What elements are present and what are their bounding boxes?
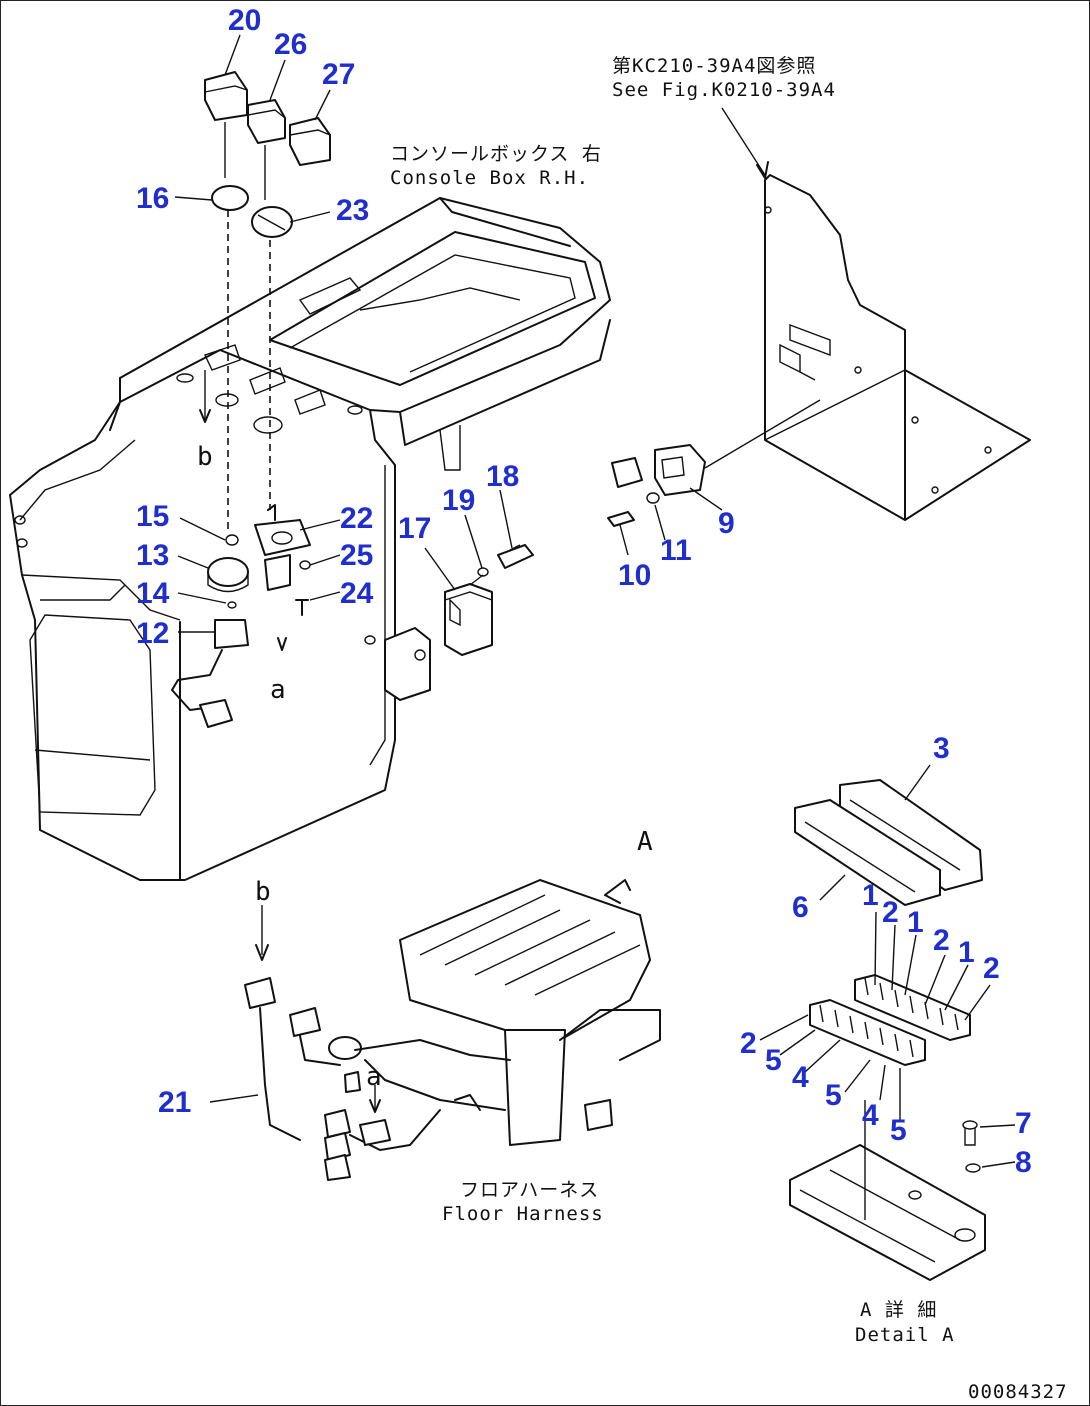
- callout-24: 24: [340, 577, 374, 610]
- callout-7: 7: [1015, 1107, 1032, 1140]
- callout-17: 17: [398, 512, 431, 545]
- callout-5a: 5: [765, 1044, 782, 1077]
- see-fig-jp-label: 第KC210-39A4図参照: [612, 55, 816, 77]
- callout-11: 11: [660, 534, 692, 567]
- mark-b-harness: b: [255, 877, 271, 907]
- switch-assembly: [171, 504, 311, 728]
- callout-23: 23: [336, 194, 369, 227]
- callout-3: 3: [933, 732, 950, 765]
- callout-4a: 4: [792, 1061, 809, 1094]
- relay-parts: [444, 544, 534, 656]
- callout-5c: 5: [890, 1114, 907, 1147]
- floor-harness-jp-label: フロアハーネス: [460, 1179, 599, 1201]
- callout-20: 20: [228, 4, 261, 37]
- floor-harness-en-label: Floor Harness: [442, 1203, 604, 1225]
- callout-6: 6: [792, 891, 809, 924]
- callout-2b: 2: [933, 924, 950, 957]
- mark-b-console: b: [197, 442, 213, 472]
- callout-2c: 2: [983, 952, 1000, 985]
- view-a-label: A: [637, 827, 653, 857]
- callout-1b: 1: [907, 906, 924, 939]
- callout-16: 16: [136, 182, 169, 215]
- callout-1a: 1: [862, 879, 879, 912]
- detail-a-drawing: [789, 779, 986, 1281]
- console-box-jp-label: コンソールボックス 右: [390, 143, 602, 165]
- callout-27: 27: [322, 58, 355, 91]
- callout-4b: 4: [862, 1099, 879, 1132]
- see-fig-en-label: See Fig.K0210-39A4: [612, 79, 836, 101]
- bracket-parts: [607, 107, 1031, 527]
- callout-19: 19: [442, 484, 475, 517]
- detail-a-jp-label: A 詳 細: [860, 1299, 937, 1321]
- leader-lines: [174, 34, 1016, 1168]
- callout-12: 12: [136, 617, 169, 650]
- annotation-text: コンソールボックス 右 Console Box R.H. 第KC210-39A4…: [197, 55, 1068, 1403]
- callout-2a: 2: [882, 896, 899, 929]
- callout-22: 22: [340, 502, 373, 535]
- callout-numbers: 20 26 27 16 23 15 13 14 12 22 25 24 17 1…: [136, 4, 1032, 1179]
- callout-14: 14: [136, 577, 170, 610]
- detail-a-en-label: Detail A: [855, 1324, 955, 1346]
- callout-13: 13: [136, 539, 169, 572]
- console-box-en-label: Console Box R.H.: [390, 167, 589, 189]
- console-box-drawing: [9, 197, 611, 881]
- drawing-number: 00084327: [968, 1381, 1068, 1403]
- callout-10: 10: [618, 559, 651, 592]
- callout-25: 25: [340, 539, 373, 572]
- callout-21: 21: [158, 1086, 191, 1119]
- callout-26: 26: [274, 28, 307, 61]
- callout-9: 9: [718, 507, 735, 540]
- callout-18: 18: [486, 460, 519, 493]
- mark-a-console: a: [270, 675, 286, 705]
- callout-1c: 1: [958, 936, 975, 969]
- callout-8: 8: [1015, 1146, 1032, 1179]
- fuse-box-drawing: [244, 879, 661, 1181]
- callout-2d: 2: [740, 1027, 757, 1060]
- callout-15: 15: [136, 500, 169, 533]
- mark-a-harness: a: [366, 1062, 382, 1092]
- top-switch-parts: [199, 71, 331, 530]
- callout-5b: 5: [825, 1079, 842, 1112]
